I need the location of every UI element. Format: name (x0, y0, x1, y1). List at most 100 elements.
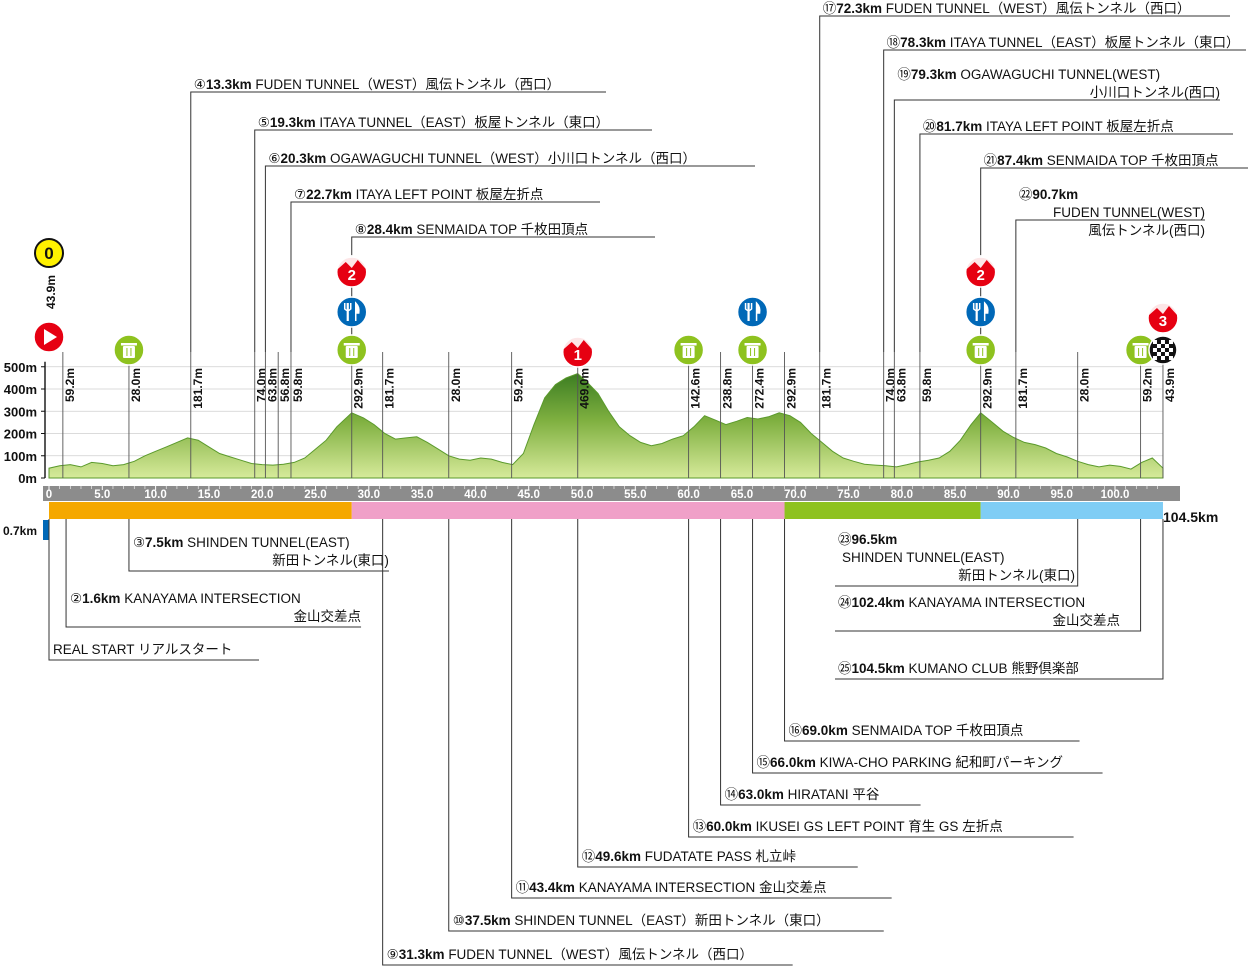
waypoint-label: ⑱78.3km ITAYA TUNNEL（EAST）板屋トンネル（東口） (887, 35, 1240, 50)
waypoint-distance: 31.3km (399, 947, 449, 962)
fork-tines (744, 303, 753, 312)
waypoint-distance: 19.3km (270, 115, 320, 130)
finish-check (1156, 352, 1161, 356)
feed-icon-bg (736, 296, 769, 328)
waypoint-label: ⑥20.3km OGAWAGUCHI TUNNEL（WEST）小川口トンネル（西… (268, 151, 696, 166)
x-tick-label: 15.0 (198, 489, 220, 501)
km0-label: 0 (44, 244, 53, 263)
waypoint-leader (290, 201, 600, 352)
y-tick-label: 0m (18, 471, 37, 486)
altitude-label: 59.2m (512, 368, 526, 402)
feed-icon (736, 296, 769, 328)
waypoint-number: ③ (133, 535, 145, 550)
altitude-label: 292.9m (352, 368, 366, 409)
altitude-label: 238.8m (721, 368, 735, 409)
x-tick-label: 55.0 (624, 489, 646, 501)
trash-icon-bin (974, 346, 987, 358)
altitude-label: 292.9m (981, 368, 995, 409)
waypoint-distance: 81.7km (936, 119, 986, 134)
waypoint-number: ⑪ (516, 880, 530, 895)
km0-icon: 0 (34, 238, 64, 268)
waypoint-distance: 72.3km (836, 1, 886, 16)
altitude-label: 63.8m (894, 368, 908, 402)
waypoint-name: OGAWAGUCHI TUNNEL(WEST) (960, 67, 1160, 82)
waypoint-leader (254, 129, 652, 352)
waypoint-label: ⑤19.3km ITAYA TUNNEL（EAST）板屋トンネル（東口） (258, 115, 609, 130)
top-waypoints: ④13.3km FUDEN TUNNEL（WEST）風伝トンネル（西口）⑤19.… (190, 1, 1248, 352)
waypoint-leader (980, 167, 1248, 352)
trash-icon-bin (682, 346, 695, 358)
waypoint-number: ⑨ (387, 947, 399, 962)
x-tick-label: 95.0 (1051, 489, 1073, 501)
waypoint-distance: 37.5km (465, 913, 515, 928)
waypoint-distance: 49.6km (595, 849, 645, 864)
waypoint-label: FUDEN TUNNEL(WEST) (1053, 205, 1205, 220)
sector-segment (49, 502, 352, 519)
altitude-label: 59.8m (291, 368, 305, 402)
elevation-profile (48, 373, 1164, 479)
waypoint-number: ㉓ (838, 532, 852, 547)
trash-icon-lid (343, 343, 360, 346)
finish-check (1168, 340, 1173, 344)
waypoint-distance: 1.6km (82, 591, 124, 606)
waypoint-label: ㉕104.5km KUMANO CLUB 熊野倶楽部 (838, 661, 1079, 676)
altitude-label: 59.8m (920, 368, 934, 402)
waypoint-name: OGAWAGUCHI TUNNEL（WEST）小川口トンネル（西口） (330, 151, 696, 166)
waypoint-number: ㉔ (838, 595, 852, 610)
altitude-label: 59.2m (1141, 368, 1155, 402)
waypoint-label: 金山交差点 (1053, 612, 1121, 628)
x-tick-label: 50.0 (571, 489, 593, 501)
altitude-label: 181.7m (820, 368, 834, 409)
altitude-label: 63.8m (265, 368, 279, 402)
waypoint-number: ⑮ (757, 755, 771, 770)
waypoint-name: KANAYAMA INTERSECTION 金山交差点 (579, 879, 827, 895)
waypoint-number: ④ (194, 77, 206, 92)
kom-icon-mountain (1147, 301, 1178, 316)
waypoint-distance: 28.4km (367, 222, 417, 237)
feed-icon (335, 296, 368, 328)
waypoint-number: ⑫ (582, 849, 596, 864)
neutral-marker (43, 520, 49, 540)
profile-area (48, 373, 1164, 479)
kom-category: 2 (977, 267, 985, 284)
waypoint-name: FUDATATE PASS 札立峠 (645, 849, 796, 864)
sector-segment (784, 502, 981, 519)
x-tick-label: 60.0 (677, 489, 699, 501)
trash-icon (672, 334, 705, 366)
finish-check (1164, 352, 1169, 356)
knife-icon (983, 301, 989, 321)
waypoint-number: ㉒ (1019, 187, 1033, 202)
sector-segment (351, 502, 785, 519)
x-axis-bar (43, 486, 1180, 501)
waypoint-name: SENMAIDA TOP 千枚田頂点 (1047, 153, 1219, 168)
waypoint-number: ⑦ (294, 187, 306, 202)
finish-check (1152, 356, 1157, 360)
waypoint-label: ⑩37.5km SHINDEN TUNNEL（EAST）新田トンネル（東口） (453, 913, 830, 928)
waypoint-leader (883, 49, 1246, 352)
waypoint-name: SHINDEN TUNNEL(EAST) (187, 535, 350, 550)
x-tick-label: 100.0 (1101, 489, 1130, 501)
finish-icon (1148, 335, 1178, 365)
waypoint-number: ⑤ (258, 115, 270, 130)
x-tick-label: 90.0 (997, 489, 1019, 501)
trash-icon (335, 334, 368, 366)
feed-icon-bg (964, 296, 997, 328)
kom1-icon: 1 (561, 335, 594, 368)
altitude-label: 56.8m (278, 368, 292, 402)
waypoint-label: ㉔102.4km KANAYAMA INTERSECTION (838, 595, 1085, 610)
waypoint-leader (919, 133, 1233, 352)
waypoint-number: ⑳ (923, 119, 937, 134)
waypoint-number: ⑥ (268, 151, 280, 166)
waypoint-label: 新田トンネル(東口) (272, 553, 389, 568)
altitude-label: 181.7m (191, 368, 205, 409)
x-tick-label: 85.0 (944, 489, 966, 501)
waypoint-distance: 69.0km (802, 723, 852, 738)
fork-tines (972, 303, 981, 312)
waypoint-leader (264, 165, 755, 352)
trash-icon (964, 334, 997, 366)
trash-icon (1124, 334, 1157, 366)
